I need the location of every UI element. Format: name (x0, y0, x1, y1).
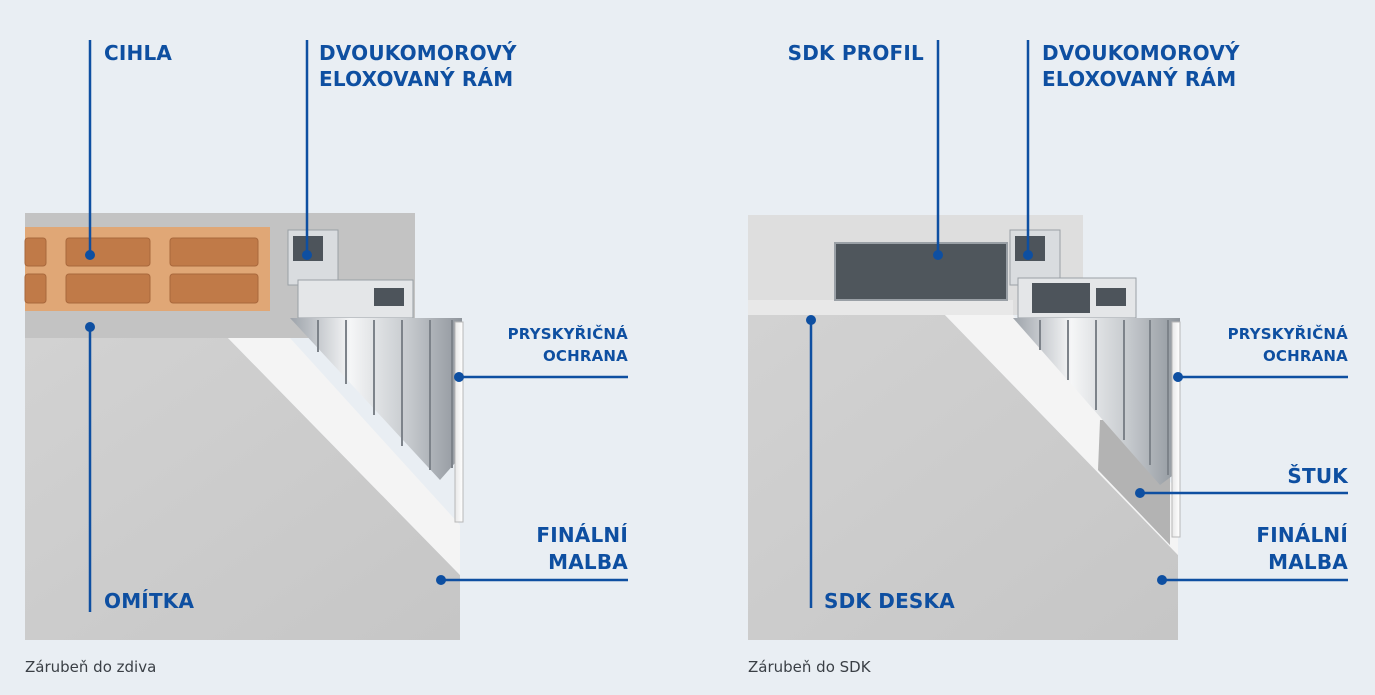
label-ochrana-left-line1: PRYSKYŘIČNÁ (507, 325, 628, 343)
left-front-plaster (25, 338, 460, 640)
label-cihla: CIHLA (104, 41, 173, 65)
right-front-board (748, 315, 1178, 640)
dot-malba-left (436, 575, 446, 585)
caption-left: Zárubeň do zdiva (25, 658, 157, 676)
label-profil: SDK PROFIL (787, 41, 924, 65)
dot-ochrana-right (1173, 372, 1183, 382)
dot-omitka (85, 322, 95, 332)
label-deska: SDK DESKA (824, 589, 955, 613)
left-resin-strip (454, 321, 464, 523)
right-wall-top-strip (748, 300, 1013, 315)
dot-ram-left (302, 250, 312, 260)
label-ram-left-line1: DVOUKOMOROVÝ (319, 41, 517, 65)
right-frame-chamber-small (1096, 288, 1126, 306)
label-malba-right-line1: FINÁLNÍ (1256, 523, 1348, 547)
right-board-edge (945, 315, 1178, 555)
label-ram-right-line2: ELOXOVANÝ RÁM (1042, 67, 1237, 91)
right-frame-chamber-mid (1032, 283, 1090, 313)
callouts (88, 40, 1348, 612)
label-ochrana-left-line2: OCHRANA (542, 347, 628, 365)
callout-dots (85, 250, 1183, 585)
right-resin-strip (1171, 321, 1181, 538)
label-ochrana-right-line1: PRYSKYŘIČNÁ (1227, 325, 1348, 343)
right-wall-illustration (748, 215, 1181, 640)
label-ram-right-line1: DVOUKOMOROVÝ (1042, 41, 1240, 65)
caption-right: Zárubeň do SDK (748, 658, 871, 676)
right-rib-lines (1039, 320, 1169, 475)
dot-profil (933, 250, 943, 260)
left-wall-illustration (24, 213, 464, 640)
dot-deska (806, 315, 816, 325)
sdk-profile (834, 242, 1008, 301)
dot-ram-right (1023, 250, 1033, 260)
label-omitka: OMÍTKA (104, 589, 195, 613)
dot-cihla (85, 250, 95, 260)
dot-ochrana-left (454, 372, 464, 382)
left-frame-ribs (290, 318, 462, 480)
left-rib-lines (317, 320, 453, 470)
left-plaster-edge (228, 338, 460, 575)
dot-malba-right (1157, 575, 1167, 585)
label-stuk: ŠTUK (1287, 464, 1348, 488)
label-malba-left-line1: FINÁLNÍ (536, 523, 628, 547)
label-ram-left-line2: ELOXOVANÝ RÁM (319, 67, 514, 91)
dot-stuk (1135, 488, 1145, 498)
label-malba-right-line2: MALBA (1268, 550, 1348, 574)
label-malba-left-line2: MALBA (548, 550, 628, 574)
label-ochrana-right-line2: OCHRANA (1262, 347, 1348, 365)
left-frame-chamber-small (374, 288, 404, 306)
